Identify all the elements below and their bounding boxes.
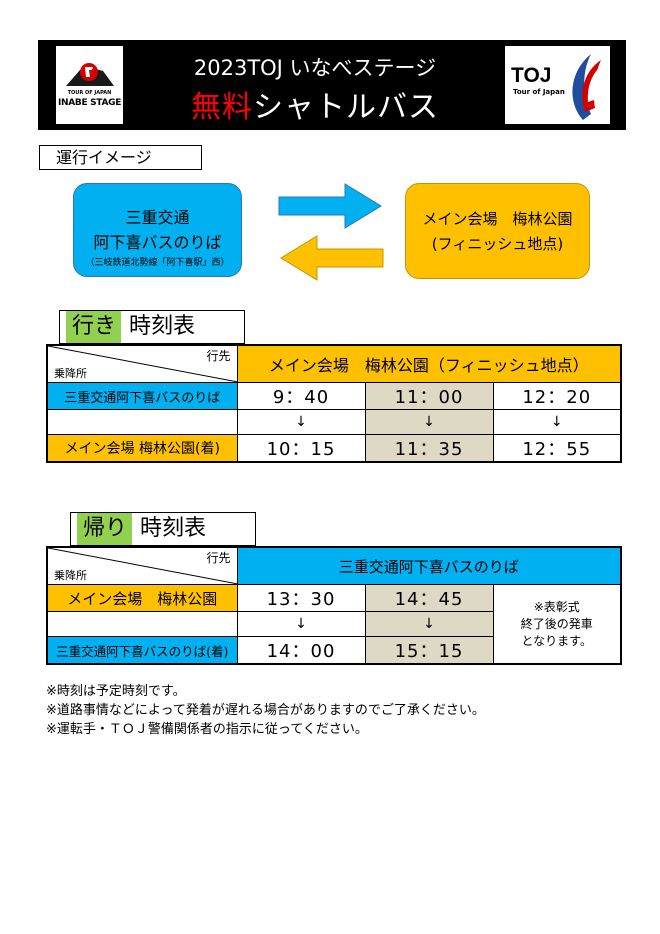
return-from-stop: メイン会場 梅林公園 [46,584,238,612]
toj-logo-text: TOJ [511,64,552,87]
return-note-line1: ※表彰式 [533,599,580,614]
route-arrows [278,183,384,281]
return-arrow-1: ↓ [236,611,366,637]
return-arrow-2: ↓ [364,611,494,637]
outbound-heading: 行き時刻表 [59,310,245,344]
inabe-stage-emblem-icon [66,63,114,86]
return-note-line3: となります。 [521,633,592,648]
outbound-arrival-3: 12：55 [492,434,622,463]
outbound-arrival-2: 11：35 [364,434,494,463]
outbound-arrow-blank [46,409,238,435]
outbound-departure-1: 9：40 [236,382,366,410]
toj-logo: TOJ Tour of Japan [505,46,610,124]
corner-destination-label: 行先 [206,551,231,565]
stop-a-line3: （三岐鉄道北勢線「阿下喜駅」西） [85,258,230,268]
corner-diagonal [48,548,238,584]
return-departure-row: メイン会場 梅林公園 13：30 14：45 ※表彰式 終了後の発車 となります… [46,584,622,665]
outbound-departure-row: 三重交通阿下喜バスのりば 9：40 11：00 12：20 [46,382,622,410]
stop-a-line1: 三重交通 [125,208,190,227]
outbound-arrow-3: ↓ [492,409,622,435]
outbound-from-stop: 三重交通阿下喜バスのりば [46,382,238,410]
outbound-corner-cell: 行先 乗降所 [46,344,238,383]
outbound-departure-2: 11：00 [364,382,494,410]
footnotes: ※時刻は予定時刻です。 ※道路事情などによって発着が遅れる場合がありますのでご了… [46,682,485,739]
outbound-destination: メイン会場 梅林公園（フィニッシュ地点） [236,344,622,383]
return-arrival-1: 14：00 [236,636,366,665]
return-arrival-2: 15：15 [364,636,494,665]
toj-logo-subtext: Tour of Japan [513,88,565,96]
return-to-stop: 三重交通阿下喜バスのりば(着) [46,636,238,665]
toj-swoosh-icon [572,54,601,120]
footnote-1: ※時刻は予定時刻です。 [46,684,186,699]
outbound-header-row: 行先 乗降所 メイン会場 梅林公園（フィニッシュ地点） [46,344,622,383]
stop-main-venue: メイン会場 梅林公園 (フィニッシュ地点) [405,183,590,279]
return-heading: 帰り時刻表 [70,512,256,546]
return-destination: 三重交通阿下喜バスのりば [236,546,622,585]
return-timetable: 行先 乗降所 三重交通阿下喜バスのりば メイン会場 梅林公園 13：30 14：… [46,546,623,665]
footnote-3: ※運転手・ＴＯＪ警備関係者の指示に従ってください。 [46,722,368,737]
outbound-to-stop: メイン会場 梅林公園(着) [46,434,238,463]
outbound-arrow-1: ↓ [236,409,366,435]
return-note-cell: ※表彰式 終了後の発車 となります。 [492,584,622,665]
return-header-row: 行先 乗降所 三重交通阿下喜バスのりば [46,546,622,585]
return-arrow-row: ↓ ↓ [46,611,621,637]
outbound-arrow-2: ↓ [364,409,494,435]
header-title-shuttle: シャトルバス [253,90,439,125]
operation-image-label: 運行イメージ [39,145,202,170]
return-arrival-row: 三重交通阿下喜バスのりば(着) 14：00 15：15 [46,636,621,665]
stop-b-line2: (フィニッシュ地点) [431,235,564,253]
corner-diagonal [48,346,238,382]
return-arrow-blank [46,611,238,637]
return-note-line2: 終了後の発車 [520,616,593,631]
header-title-free: 無料 [191,90,253,125]
stop-akagi-bus-terminal: 三重交通 阿下喜バスのりば （三岐鉄道北勢線「阿下喜駅」西） [73,183,242,277]
return-corner-cell: 行先 乗降所 [46,546,238,585]
outbound-arrow-row: ↓ ↓ ↓ [46,409,622,435]
outbound-departure-3: 12：20 [492,382,622,410]
corner-stop-label: 乗降所 [54,367,87,380]
footnote-2: ※道路事情などによって発着が遅れる場合がありますのでご了承ください。 [46,703,485,718]
corner-stop-label: 乗降所 [54,569,87,582]
inabe-stage-logo: TOUR OF JAPAN INABE STAGE [56,46,123,124]
stop-b-line1: メイン会場 梅林公園 [422,210,573,228]
header-title-line1: 2023TOJ いなべステージ [193,56,437,80]
return-departure-2: 14：45 [364,584,494,612]
corner-destination-label: 行先 [206,349,231,363]
stop-a-line2: 阿下喜バスのりば [93,233,222,252]
outbound-heading-text: 時刻表 [129,314,196,339]
arrow-left-icon [280,235,384,281]
arrow-right-icon [278,183,382,229]
logo-left-top-text: TOUR OF JAPAN [67,90,112,96]
outbound-arrival-row: メイン会場 梅林公園(着) 10：15 11：35 12：55 [46,434,622,463]
header-title-line2: 無料シャトルバス [130,82,500,126]
outbound-arrival-1: 10：15 [236,434,366,463]
return-departure-1: 13：30 [236,584,366,612]
return-heading-highlight: 帰り [77,513,133,545]
outbound-heading-highlight: 行き [66,311,122,343]
logo-left-bottom-text: INABE STAGE [57,98,122,108]
return-heading-text: 時刻表 [140,516,207,541]
outbound-timetable: 行先 乗降所 メイン会場 梅林公園（フィニッシュ地点） 三重交通阿下喜バスのりば… [46,344,622,463]
